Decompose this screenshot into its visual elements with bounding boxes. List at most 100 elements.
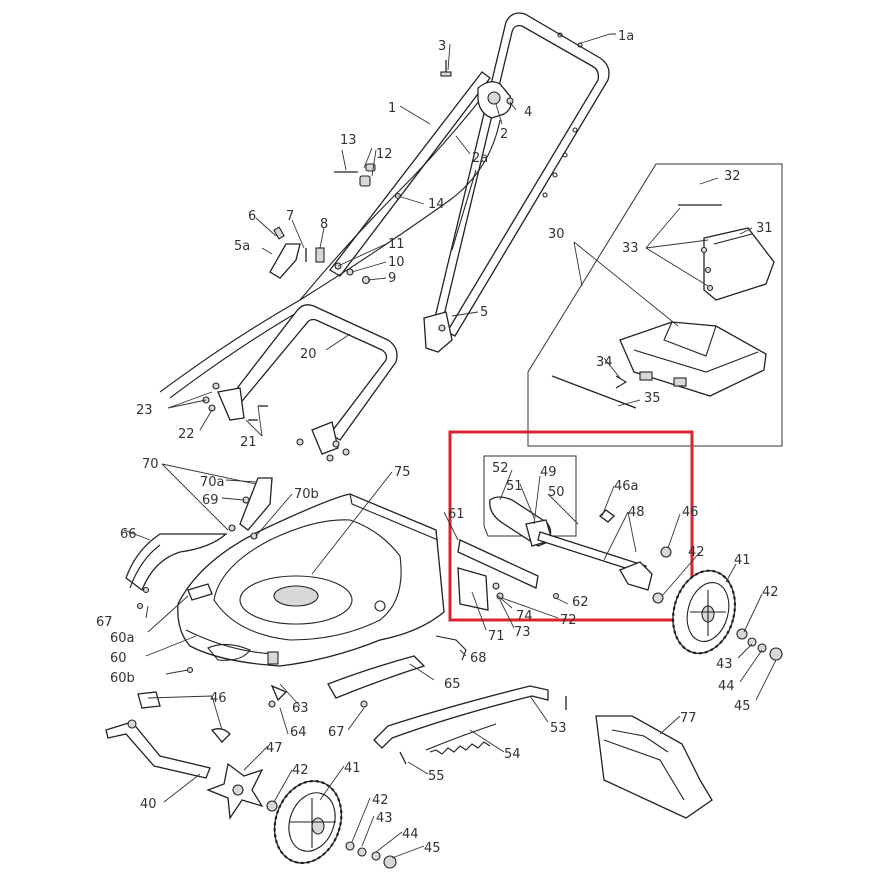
label-43-left: 43 (376, 811, 393, 826)
label-33: 33 (622, 241, 639, 256)
bracket-5 (423, 311, 453, 353)
label-46-right: 46 (682, 505, 699, 520)
label-63: 63 (292, 701, 309, 716)
grass-box-77 (595, 715, 713, 819)
label-4: 4 (524, 105, 532, 120)
label-74: 74 (516, 609, 533, 624)
label-62: 62 (572, 595, 589, 610)
label-34: 34 (596, 355, 613, 370)
label-64: 64 (290, 725, 307, 740)
lever-5a (269, 226, 325, 279)
label-65: 65 (444, 677, 461, 692)
wheel-hardware-left (266, 800, 397, 869)
grass-bag-inset (527, 163, 783, 447)
label-42-right-b: 42 (762, 585, 779, 600)
label-11: 11 (388, 237, 405, 252)
small-parts-46-63-64 (136, 586, 368, 743)
label-23: 23 (136, 403, 153, 418)
label-66: 66 (120, 527, 137, 542)
drive-group-highlight (448, 430, 694, 622)
label-40: 40 (140, 797, 157, 812)
label-44-left: 44 (402, 827, 419, 842)
label-31: 31 (756, 221, 773, 236)
label-75: 75 (394, 465, 411, 480)
label-14: 14 (428, 197, 445, 212)
label-20: 20 (300, 347, 317, 362)
label-48: 48 (628, 505, 645, 520)
label-9: 9 (388, 271, 396, 286)
label-44-right: 44 (718, 679, 735, 694)
control-lever (477, 81, 512, 119)
part-labels: 1a 3 4 1 2 2a 13 12 14 6 7 8 5a 11 10 9 … (96, 29, 779, 856)
label-61: 61 (448, 507, 465, 522)
label-47: 47 (266, 741, 283, 756)
label-41-right: 41 (734, 553, 751, 568)
label-21: 21 (240, 435, 257, 450)
mower-deck (177, 493, 445, 667)
front-flap-65 (327, 655, 426, 699)
label-68: 68 (470, 651, 487, 666)
label-67-left: 67 (96, 615, 113, 630)
label-60: 60 (110, 651, 127, 666)
label-1: 1 (388, 101, 396, 116)
rear-wheel-right (671, 569, 737, 655)
label-30: 30 (548, 227, 565, 242)
label-71: 71 (488, 629, 505, 644)
label-69: 69 (202, 493, 219, 508)
highlight-box (448, 430, 694, 622)
lower-handle (159, 71, 501, 399)
label-42-left: 42 (292, 763, 309, 778)
label-55: 55 (428, 769, 445, 784)
label-50: 50 (548, 485, 565, 500)
bolt-3 (440, 60, 452, 77)
label-41-left: 41 (344, 761, 361, 776)
label-5a: 5a (234, 239, 250, 254)
label-35: 35 (644, 391, 661, 406)
label-2: 2 (500, 127, 508, 142)
lower-handle-20 (217, 304, 398, 455)
label-54: 54 (504, 747, 521, 762)
label-53: 53 (550, 721, 567, 736)
label-1a: 1a (618, 29, 634, 44)
label-46a: 46a (614, 479, 639, 494)
label-72: 72 (560, 613, 577, 628)
front-axle-40 (105, 691, 211, 779)
label-70: 70 (142, 457, 159, 472)
label-5: 5 (480, 305, 488, 320)
label-32: 32 (724, 169, 741, 184)
label-7: 7 (286, 209, 294, 224)
label-6: 6 (248, 209, 256, 224)
label-70a: 70a (200, 475, 225, 490)
label-77: 77 (680, 711, 697, 726)
label-60a: 60a (110, 631, 135, 646)
label-45-right: 45 (734, 699, 751, 714)
label-42-right: 42 (688, 545, 705, 560)
label-67-center: 67 (328, 725, 345, 740)
label-70b: 70b (294, 487, 319, 502)
label-22: 22 (178, 427, 195, 442)
label-10: 10 (388, 255, 405, 270)
label-43-right: 43 (716, 657, 733, 672)
label-2a: 2a (472, 151, 488, 166)
label-60b: 60b (110, 671, 135, 686)
label-52: 52 (492, 461, 509, 476)
fasteners-21-22-23 (202, 382, 350, 462)
label-42-left-b: 42 (372, 793, 389, 808)
label-73: 73 (514, 625, 531, 640)
wheel-hardware-right (736, 628, 783, 661)
label-51: 51 (506, 479, 523, 494)
side-flap-66 (125, 533, 228, 592)
label-13: 13 (340, 133, 357, 148)
label-49: 49 (540, 465, 557, 480)
nut-4 (506, 97, 514, 105)
label-12: 12 (376, 147, 393, 162)
front-wheel-41 (273, 779, 343, 865)
label-46-left: 46 (210, 691, 227, 706)
upper-handle (431, 12, 610, 337)
rotation-parts-70 (228, 477, 273, 540)
label-45-left: 45 (424, 841, 441, 856)
leader-lines (123, 33, 777, 859)
wheel-adapter-47 (206, 762, 264, 820)
